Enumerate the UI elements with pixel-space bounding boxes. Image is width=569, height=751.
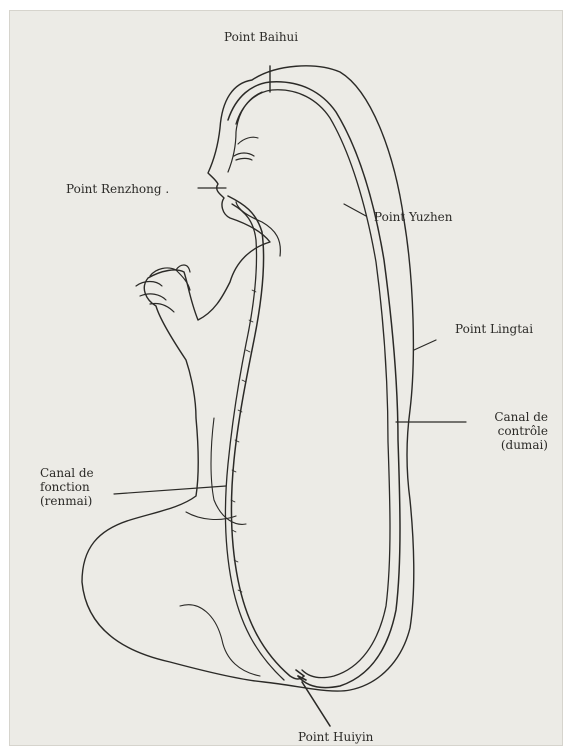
label-canal-controle: Canal de contrôle (dumai) xyxy=(452,410,548,452)
canal-fonction-outer xyxy=(228,196,304,679)
eye-mark xyxy=(234,153,254,160)
label-baihui: Point Baihui xyxy=(224,30,298,44)
renmai-hatching xyxy=(231,290,256,592)
brow-mark xyxy=(238,137,258,144)
label-fonction-line3: (renmai) xyxy=(40,494,94,508)
label-canal-fonction: Canal de fonction (renmai) xyxy=(40,466,94,508)
canal-controle-outer xyxy=(228,82,400,688)
huiyin-marker xyxy=(296,670,330,726)
canal-fonction-inner xyxy=(225,204,284,680)
fonction-leader xyxy=(114,486,226,494)
label-huiyin: Point Huiyin xyxy=(298,730,373,744)
label-lingtai: Point Lingtai xyxy=(455,322,533,336)
body-outline xyxy=(82,66,414,691)
label-controle-line1: Canal de xyxy=(452,410,548,424)
yuzhen-leader xyxy=(344,204,366,216)
label-yuzhen: Point Yuzhen xyxy=(374,210,453,224)
label-fonction-line2: fonction xyxy=(40,480,94,494)
label-fonction-line1: Canal de xyxy=(40,466,94,480)
label-renzhong: Point Renzhong . xyxy=(66,182,169,196)
label-controle-line2: contrôle xyxy=(452,424,548,438)
label-controle-line3: (dumai) xyxy=(452,438,548,452)
lingtai-leader xyxy=(414,340,436,350)
canal-controle-inner xyxy=(236,90,390,678)
